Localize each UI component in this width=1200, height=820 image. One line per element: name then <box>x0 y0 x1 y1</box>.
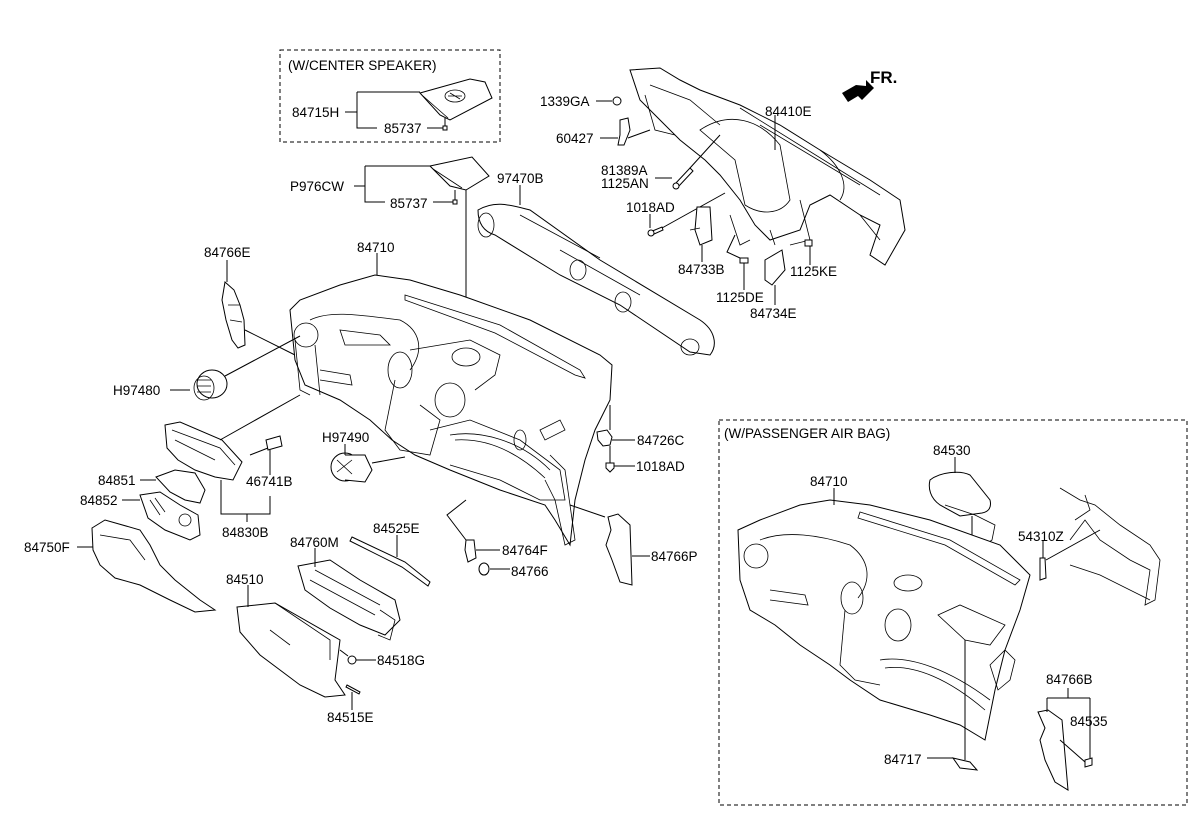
label-1339GA[interactable]: 1339GA <box>540 94 590 109</box>
1018ad-bolt-b-part[interactable] <box>605 462 615 473</box>
1339ga-nut-part[interactable] <box>612 96 622 106</box>
label-84766B[interactable]: 84766B <box>1046 672 1093 687</box>
84830b-cluster-fascia-part[interactable] <box>164 421 243 481</box>
h97490-center-vent-part[interactable] <box>330 452 373 483</box>
label-46741B[interactable]: 46741B <box>246 474 293 489</box>
label-60427[interactable]: 60427 <box>556 131 594 146</box>
crash-pad-main-part[interactable] <box>289 274 613 547</box>
84726c-bracket-part[interactable] <box>596 429 613 447</box>
passenger-airbag-group-border <box>718 419 1188 806</box>
label-84760M[interactable]: 84760M <box>290 535 339 550</box>
84518g-bumper-part[interactable] <box>347 655 357 665</box>
center-speaker-group-border <box>279 49 501 143</box>
center-cover-part[interactable] <box>428 156 490 191</box>
84733b-bracket-part[interactable] <box>689 206 713 246</box>
84766b-side-cover-part[interactable] <box>1037 709 1069 791</box>
label-1018AD-a[interactable]: 1018AD <box>626 200 675 215</box>
label-84710-b[interactable]: 84710 <box>810 474 848 489</box>
1125ke-bolt-part[interactable] <box>804 239 813 247</box>
label-84726C[interactable]: 84726C <box>637 433 685 448</box>
84851-cover-part[interactable] <box>155 469 206 504</box>
label-H97490[interactable]: H97490 <box>322 430 369 445</box>
label-1125DE[interactable]: 1125DE <box>716 290 764 305</box>
label-H97480[interactable]: H97480 <box>113 383 160 398</box>
label-84530[interactable]: 84530 <box>933 443 971 458</box>
label-1018AD-b[interactable]: 1018AD <box>636 459 685 474</box>
crash-pad-airbag-part[interactable] <box>737 499 1031 741</box>
84515e-pin-part[interactable] <box>345 684 361 695</box>
84717-bracket-part[interactable] <box>951 757 979 771</box>
label-84525E[interactable]: 84525E <box>373 521 420 536</box>
label-84830B[interactable]: 84830B <box>222 525 269 540</box>
clip-icon <box>452 199 458 205</box>
front-direction-label: FR. <box>870 68 897 87</box>
center-speaker-group-title: (W/CENTER SPEAKER) <box>288 58 437 73</box>
label-84410E[interactable]: 84410E <box>765 104 812 119</box>
84760m-storage-bin-part[interactable] <box>297 559 401 641</box>
label-1125KE[interactable]: 1125KE <box>790 264 837 279</box>
label-85737-b[interactable]: 85737 <box>390 196 428 211</box>
passenger-airbag-group-title: (W/PASSENGER AIR BAG) <box>724 426 890 441</box>
label-84535[interactable]: 84535 <box>1070 714 1108 729</box>
84766p-side-cover-part[interactable] <box>605 513 633 586</box>
label-54310Z[interactable]: 54310Z <box>1018 529 1064 544</box>
h97480-side-vent-part[interactable] <box>193 369 228 401</box>
heater-duct-part[interactable] <box>477 203 715 356</box>
passenger-airbag-group: (W/PASSENGER AIR BAG) 84530 84710 <box>718 419 1188 806</box>
front-arrow-icon <box>842 80 874 102</box>
1018ad-bolt-a-part[interactable] <box>647 226 664 237</box>
clip-icon <box>442 125 448 131</box>
46741b-connector-part[interactable] <box>265 435 283 451</box>
label-84764F[interactable]: 84764F <box>502 543 548 558</box>
label-84734E[interactable]: 84734E <box>750 306 797 321</box>
84766-cap-part[interactable] <box>478 562 490 576</box>
81389a-bolt-part[interactable] <box>672 167 694 190</box>
84510-glove-box-part[interactable] <box>236 602 346 698</box>
label-97470B[interactable]: 97470B <box>497 171 544 186</box>
label-84710[interactable]: 84710 <box>357 240 395 255</box>
center-speaker-group: (W/CENTER SPEAKER) 84715H 85737 <box>279 49 501 143</box>
54310z-bracket-part[interactable] <box>1039 557 1047 581</box>
label-84715H[interactable]: 84715H <box>292 105 339 120</box>
label-84518G[interactable]: 84518G <box>377 653 425 668</box>
label-81389A[interactable]: 81389A <box>601 163 648 178</box>
label-84766E[interactable]: 84766E <box>204 245 251 260</box>
label-84766P[interactable]: 84766P <box>651 549 698 564</box>
84734e-bracket-part[interactable] <box>764 249 786 286</box>
84764f-bracket-part[interactable] <box>464 539 477 563</box>
84525e-glovebox-rail-part[interactable] <box>349 536 431 587</box>
84852-cover-part[interactable] <box>139 491 201 541</box>
front-direction-indicator: FR. <box>842 68 897 102</box>
label-84852[interactable]: 84852 <box>80 493 118 508</box>
label-84510[interactable]: 84510 <box>226 572 264 587</box>
84766e-side-cover-part[interactable] <box>221 281 246 349</box>
label-1125AN[interactable]: 1125AN <box>601 176 649 191</box>
84750f-lower-panel-part[interactable] <box>91 519 217 613</box>
label-84851[interactable]: 84851 <box>98 473 136 488</box>
label-84515E[interactable]: 84515E <box>327 710 374 725</box>
cross-member-partial-part[interactable] <box>1059 487 1161 606</box>
1125de-bolt-part[interactable] <box>739 257 749 264</box>
label-84766[interactable]: 84766 <box>511 564 549 579</box>
speaker-grille-cover-part[interactable] <box>419 78 493 121</box>
label-84717[interactable]: 84717 <box>884 752 922 767</box>
84535-cap-part[interactable] <box>1084 757 1093 768</box>
label-84733B[interactable]: 84733B <box>678 262 725 277</box>
label-85737-a[interactable]: 85737 <box>384 121 422 136</box>
label-P976CW[interactable]: P976CW <box>290 179 344 194</box>
60427-bracket-part[interactable] <box>617 117 631 146</box>
84530-airbag-module-part[interactable] <box>928 471 996 546</box>
label-84750F[interactable]: 84750F <box>24 540 70 555</box>
